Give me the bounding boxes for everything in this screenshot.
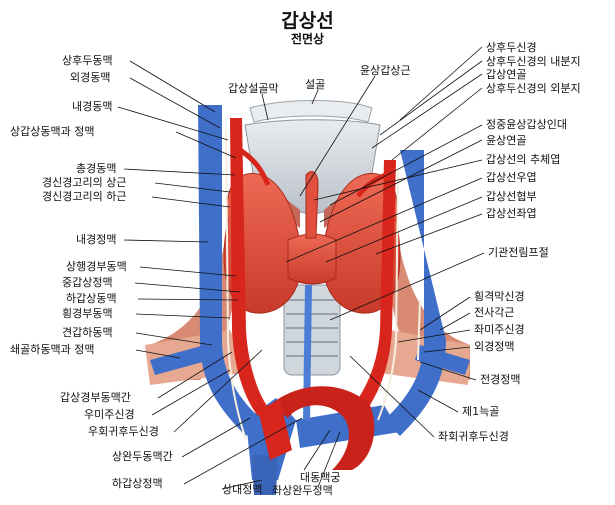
left-common-carotid-artery — [356, 160, 396, 408]
label-ansa-cervicalis-superior-root: 경신경고리의 상근 — [42, 176, 127, 189]
right-common-carotid-artery — [230, 118, 270, 416]
trachea — [283, 284, 341, 376]
label-thyroid-cartilage: 갑상연골 — [486, 68, 527, 81]
label-hyoid-bone: 설골 — [305, 78, 326, 91]
pyramidal-lobe — [305, 171, 319, 239]
label-brachiocephalic-trunk: 상완두동맥간 — [112, 450, 173, 463]
label-thyrohyoid-membrane: 갑상설골막 — [228, 82, 279, 95]
label-internal-branch-sln: 상후두신경의 내분지 — [486, 55, 581, 68]
label-cricoid-cartilage: 윤상연골 — [486, 134, 527, 147]
label-anterior-jugular-vein: 전경정맥 — [480, 373, 521, 386]
label-cricothyroid-muscle: 윤상갑상근 — [360, 64, 411, 77]
label-thyrocervical-trunk: 갑상경부동맥간 — [60, 391, 131, 404]
label-left-recurrent-laryngeal-nerve: 좌회귀후두신경 — [438, 430, 509, 443]
label-superior-vena-cava: 상대정맥 — [222, 483, 263, 496]
label-phrenic-nerve: 횡격막신경 — [474, 290, 525, 303]
label-middle-thyroid-vein: 중갑상정맥 — [62, 276, 113, 289]
label-superior-laryngeal-nerve: 상후두신경 — [486, 41, 537, 54]
phrenic-nerve — [417, 299, 421, 361]
brachiocephalic-trunk — [258, 400, 292, 460]
label-external-branch-sln: 상후두신경의 외분지 — [486, 82, 581, 95]
label-ansa-cervicalis-inferior-root: 경신경고리의 하근 — [42, 190, 127, 203]
superior-vena-cava — [252, 455, 278, 495]
label-first-rib: 제1늑골 — [462, 405, 500, 418]
label-common-carotid-artery: 총경동맥 — [76, 162, 117, 175]
left-vagus-nerve — [377, 169, 399, 421]
label-external-jugular-vein: 외경정맥 — [474, 340, 515, 353]
label-aortic-arch: 대동맥궁 — [300, 471, 341, 484]
right-vagus-nerve — [225, 129, 247, 441]
label-ascending-cervical-artery: 상행경부동맥 — [66, 260, 127, 273]
label-right-vagus-nerve: 우미주신경 — [84, 408, 135, 421]
right-internal-jugular-vein — [198, 105, 262, 436]
label-right-recurrent-laryngeal-nerve: 우회귀후두신경 — [88, 425, 159, 438]
thyroid-isthmus — [287, 233, 337, 285]
hyoid-bone — [249, 100, 373, 123]
diagram-subtitle: 전면상 — [290, 32, 325, 46]
label-subclavian-artery-vein: 쇄골하동맥과 정맥 — [10, 343, 95, 356]
label-right-lobe: 갑상선우엽 — [486, 171, 537, 184]
label-median-cricothyroid-ligament: 정중윤상갑상인대 — [486, 118, 567, 131]
label-superior-thyroid-artery-vein: 상갑상동맥과 정맥 — [10, 125, 95, 138]
aortic-arch — [270, 386, 375, 470]
label-internal-jugular-vein: 내경정맥 — [76, 233, 117, 246]
label-internal-carotid-artery: 내경동맥 — [72, 100, 113, 113]
superior-thyroid-artery — [238, 147, 271, 186]
label-inferior-thyroid-artery: 하갑상동맥 — [66, 292, 117, 305]
label-inferior-thyroid-vein: 하갑상정맥 — [112, 477, 163, 490]
subclavian-vein-right — [150, 345, 210, 375]
label-isthmus: 갑상선협부 — [486, 190, 537, 203]
diagram-title: 갑상선 — [281, 10, 334, 32]
inferior-thyroid-vein — [303, 285, 312, 420]
label-external-carotid-artery: 외경동맥 — [70, 71, 111, 84]
label-transverse-cervical-artery: 횡경부동맥 — [62, 307, 113, 320]
label-pyramidal-lobe: 갑상선의 추체엽 — [486, 153, 561, 166]
label-suprascapular-artery: 견갑하동맥 — [62, 326, 113, 339]
label-left-brachiocephalic-vein: 좌상완두정맥 — [272, 484, 333, 497]
label-left-vagus-nerve: 좌미주신경 — [474, 323, 525, 336]
label-anterior-scalene: 전사각근 — [474, 306, 515, 319]
subclavian-vein-left — [415, 345, 470, 375]
label-left-lobe: 갑상선좌엽 — [486, 207, 537, 220]
leader-lines — [117, 46, 485, 490]
label-pretracheal-lymph-node: 기관전림프절 — [488, 246, 549, 259]
label-superior-laryngeal-artery: 상후두동맥 — [62, 54, 113, 67]
